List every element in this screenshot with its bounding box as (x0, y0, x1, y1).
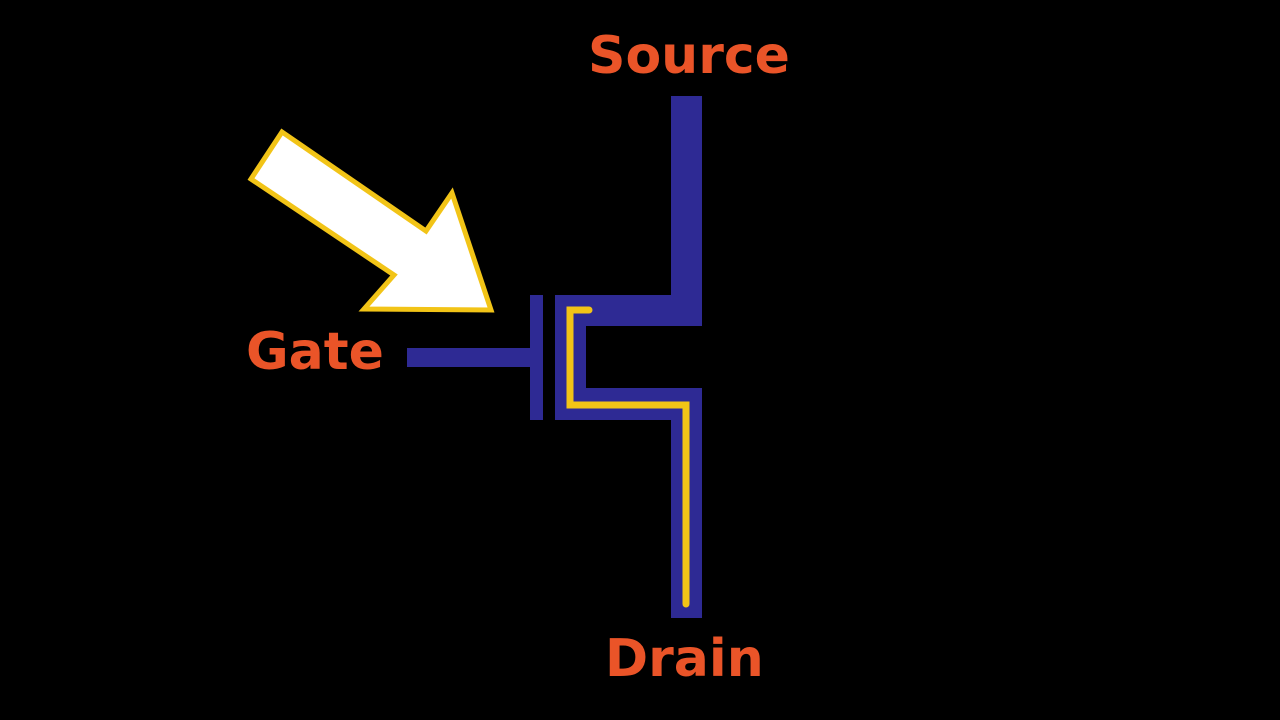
drain-label: Drain (605, 629, 764, 689)
source-label: Source (588, 26, 790, 86)
source-lead (671, 96, 702, 326)
gate-plate (530, 295, 543, 420)
gate-label: Gate (246, 322, 384, 382)
arrow-shape (247, 128, 495, 313)
arrow-pointing-to-gate-icon (247, 128, 495, 313)
current-path (566, 306, 690, 608)
gate-lead (407, 348, 532, 367)
